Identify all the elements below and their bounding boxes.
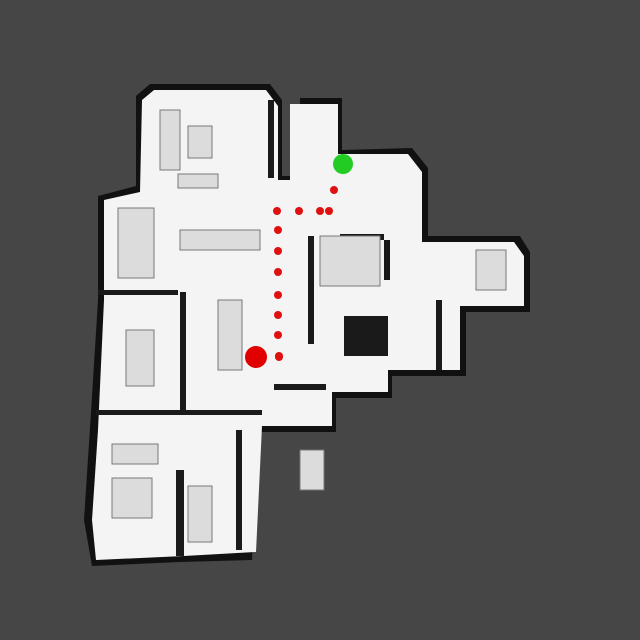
path-waypoint bbox=[273, 207, 281, 215]
path-waypoint bbox=[316, 207, 324, 215]
path-waypoint bbox=[274, 268, 282, 276]
path-waypoint bbox=[275, 353, 283, 361]
green-sphere-icon bbox=[333, 154, 353, 174]
path-waypoint bbox=[325, 207, 333, 215]
path-waypoint bbox=[274, 331, 282, 339]
path-waypoint bbox=[274, 226, 282, 234]
path-waypoint bbox=[274, 247, 282, 255]
path-waypoint bbox=[274, 311, 282, 319]
furniture bbox=[111, 109, 507, 543]
path-waypoint bbox=[295, 207, 303, 215]
red-sphere-icon bbox=[245, 346, 267, 368]
path-waypoint bbox=[274, 291, 282, 299]
path-waypoint bbox=[330, 186, 338, 194]
navigation-path bbox=[273, 186, 338, 361]
